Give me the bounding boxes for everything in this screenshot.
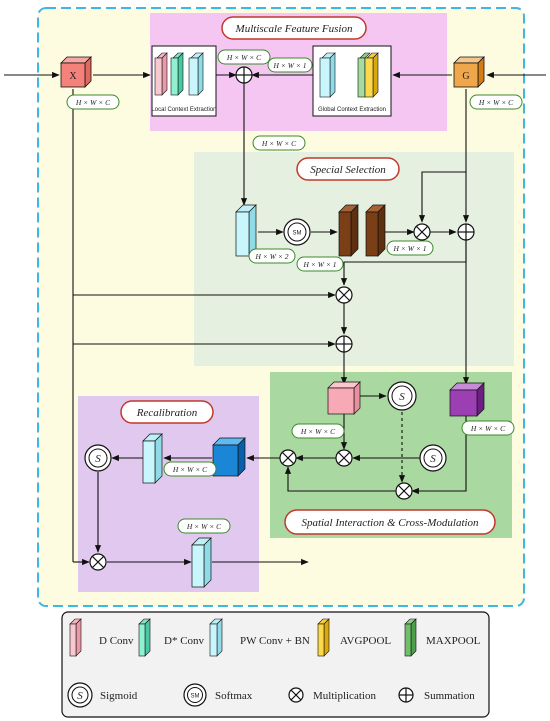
legend-avgpool: AVGPOOL bbox=[317, 618, 391, 657]
svg-text:H × W × C: H × W × C bbox=[186, 522, 222, 531]
g-node: G bbox=[453, 56, 485, 88]
dim-tag-purple: H × W × C bbox=[461, 420, 515, 436]
local-context-label: Local Context Extraction bbox=[151, 107, 216, 113]
recal-title: Recalibration bbox=[120, 400, 214, 424]
svg-text:Multiscale Feature Fusion: Multiscale Feature Fusion bbox=[235, 23, 353, 35]
ss-panel bbox=[194, 152, 514, 366]
sigmoid-sicm-top: S bbox=[387, 381, 417, 411]
dim-tag-hw2: H × W × 2 bbox=[248, 248, 296, 264]
dim-tag-pink: H × W × C bbox=[291, 423, 345, 439]
svg-text:H × W × C: H × W × C bbox=[300, 427, 336, 436]
ss-title: Special Selection bbox=[296, 157, 400, 181]
svg-text:H × W × C: H × W × C bbox=[470, 424, 506, 433]
svg-text:H × W × 2: H × W × 2 bbox=[254, 252, 288, 261]
brown-block-2 bbox=[365, 204, 386, 257]
svg-text:H × W × C: H × W × C bbox=[172, 465, 208, 474]
avgpool-block bbox=[364, 52, 379, 98]
svg-text:S: S bbox=[399, 391, 405, 403]
svg-text:H × W × C: H × W × C bbox=[226, 53, 262, 62]
svg-text:Summation: Summation bbox=[424, 690, 475, 702]
sigmoid-sicm-right: S bbox=[419, 444, 447, 472]
pw-conv-output bbox=[191, 537, 212, 588]
svg-text:D Conv: D Conv bbox=[99, 635, 134, 647]
svg-text:Spatial Interaction & Cross-Mo: Spatial Interaction & Cross-Modulation bbox=[301, 517, 479, 529]
dim-tag-hw1-a: H × W × 1 bbox=[296, 256, 344, 272]
svg-text:D* Conv: D* Conv bbox=[164, 635, 205, 647]
svg-text:SM: SM bbox=[191, 694, 200, 700]
svg-text:H × W × C: H × W × C bbox=[75, 98, 111, 107]
softmax-node: SM bbox=[283, 218, 311, 246]
dstar-conv-block bbox=[170, 52, 184, 96]
legend-pw-conv: PW Conv + BN bbox=[209, 618, 310, 657]
legend-multiplication: Multiplication bbox=[288, 687, 376, 703]
svg-text:Recalibration: Recalibration bbox=[136, 407, 198, 419]
sicm-title: Spatial Interaction & Cross-Modulation bbox=[284, 509, 496, 535]
brown-block-1 bbox=[338, 204, 359, 257]
purple-cube-sicm bbox=[449, 382, 485, 417]
msff-title: Multiscale Feature Fusion bbox=[221, 16, 367, 40]
local-context-box: Local Context Extraction bbox=[151, 45, 217, 117]
global-context-label: Global Context Extraction bbox=[318, 107, 386, 113]
svg-text:S: S bbox=[77, 690, 83, 702]
sigmoid-recal: S bbox=[84, 444, 112, 472]
summation-msff bbox=[235, 66, 253, 84]
legend-dstar-conv: D* Conv bbox=[138, 618, 205, 657]
dim-tag-recal: H × W × C bbox=[163, 461, 217, 477]
legend: D Conv D* Conv PW Conv + BN AVGPOOL MAXP… bbox=[61, 611, 490, 718]
connectors bbox=[4, 71, 546, 566]
x-label: X bbox=[69, 71, 77, 82]
g-label: G bbox=[462, 71, 469, 82]
recal-panel bbox=[78, 396, 259, 592]
multiplication-sicm-bottom bbox=[395, 482, 413, 500]
multiplication-ss-mid bbox=[335, 286, 353, 304]
legend-d-conv: D Conv bbox=[69, 618, 134, 657]
svg-text:H × W × 1: H × W × 1 bbox=[302, 260, 336, 269]
multiplication-ss-top bbox=[413, 223, 431, 241]
multiplication-recal bbox=[89, 553, 107, 571]
multiplication-sicm-center bbox=[335, 449, 353, 467]
global-context-box: Global Context Extraction bbox=[312, 45, 392, 117]
blue-cube-recal bbox=[212, 437, 246, 477]
pw-conv-block-global bbox=[319, 52, 336, 98]
dim-tag-local: H × W × C bbox=[217, 49, 271, 65]
svg-text:Multiplication: Multiplication bbox=[313, 690, 376, 702]
dim-tag-output: H × W × C bbox=[177, 518, 231, 534]
svg-text:MAXPOOL: MAXPOOL bbox=[426, 635, 481, 647]
legend-softmax: SM Softmax bbox=[183, 683, 253, 707]
svg-text:H × W × 1: H × W × 1 bbox=[272, 61, 306, 70]
dim-tag-global: H × W × 1 bbox=[267, 57, 313, 73]
svg-text:Special Selection: Special Selection bbox=[310, 164, 386, 176]
svg-text:S: S bbox=[430, 453, 436, 465]
svg-text:Softmax: Softmax bbox=[215, 690, 253, 702]
summation-ss-bottom bbox=[335, 335, 353, 353]
svg-text:AVGPOOL: AVGPOOL bbox=[340, 635, 391, 647]
dim-tag-fusion-out: H × W × C bbox=[252, 135, 306, 151]
svg-text:H × W × 1: H × W × 1 bbox=[392, 244, 426, 253]
x-node: X bbox=[60, 56, 92, 88]
pw-conv-recal bbox=[142, 433, 163, 484]
svg-text:S: S bbox=[95, 453, 101, 465]
dim-tag-g: H × W × C bbox=[469, 94, 523, 110]
pink-cube-sicm bbox=[327, 381, 361, 415]
svg-text:Sigmoid: Sigmoid bbox=[100, 690, 138, 702]
svg-text:H × W × C: H × W × C bbox=[478, 98, 514, 107]
summation-ss-top bbox=[457, 223, 475, 241]
pw-conv-ss bbox=[235, 204, 257, 257]
legend-maxpool: MAXPOOL bbox=[404, 618, 481, 657]
svg-text:PW Conv + BN: PW Conv + BN bbox=[240, 635, 310, 647]
d-conv-block bbox=[154, 52, 168, 96]
dim-tag-hw1-b: H × W × 1 bbox=[386, 240, 434, 256]
pw-conv-block bbox=[188, 52, 204, 96]
dim-tag-x: H × W × C bbox=[66, 94, 120, 110]
svg-text:H × W × C: H × W × C bbox=[261, 139, 297, 148]
multiplication-sicm-left bbox=[279, 449, 297, 467]
svg-text:SM: SM bbox=[293, 231, 302, 237]
legend-sigmoid: S Sigmoid bbox=[67, 682, 138, 708]
legend-summation: Summation bbox=[398, 687, 475, 703]
